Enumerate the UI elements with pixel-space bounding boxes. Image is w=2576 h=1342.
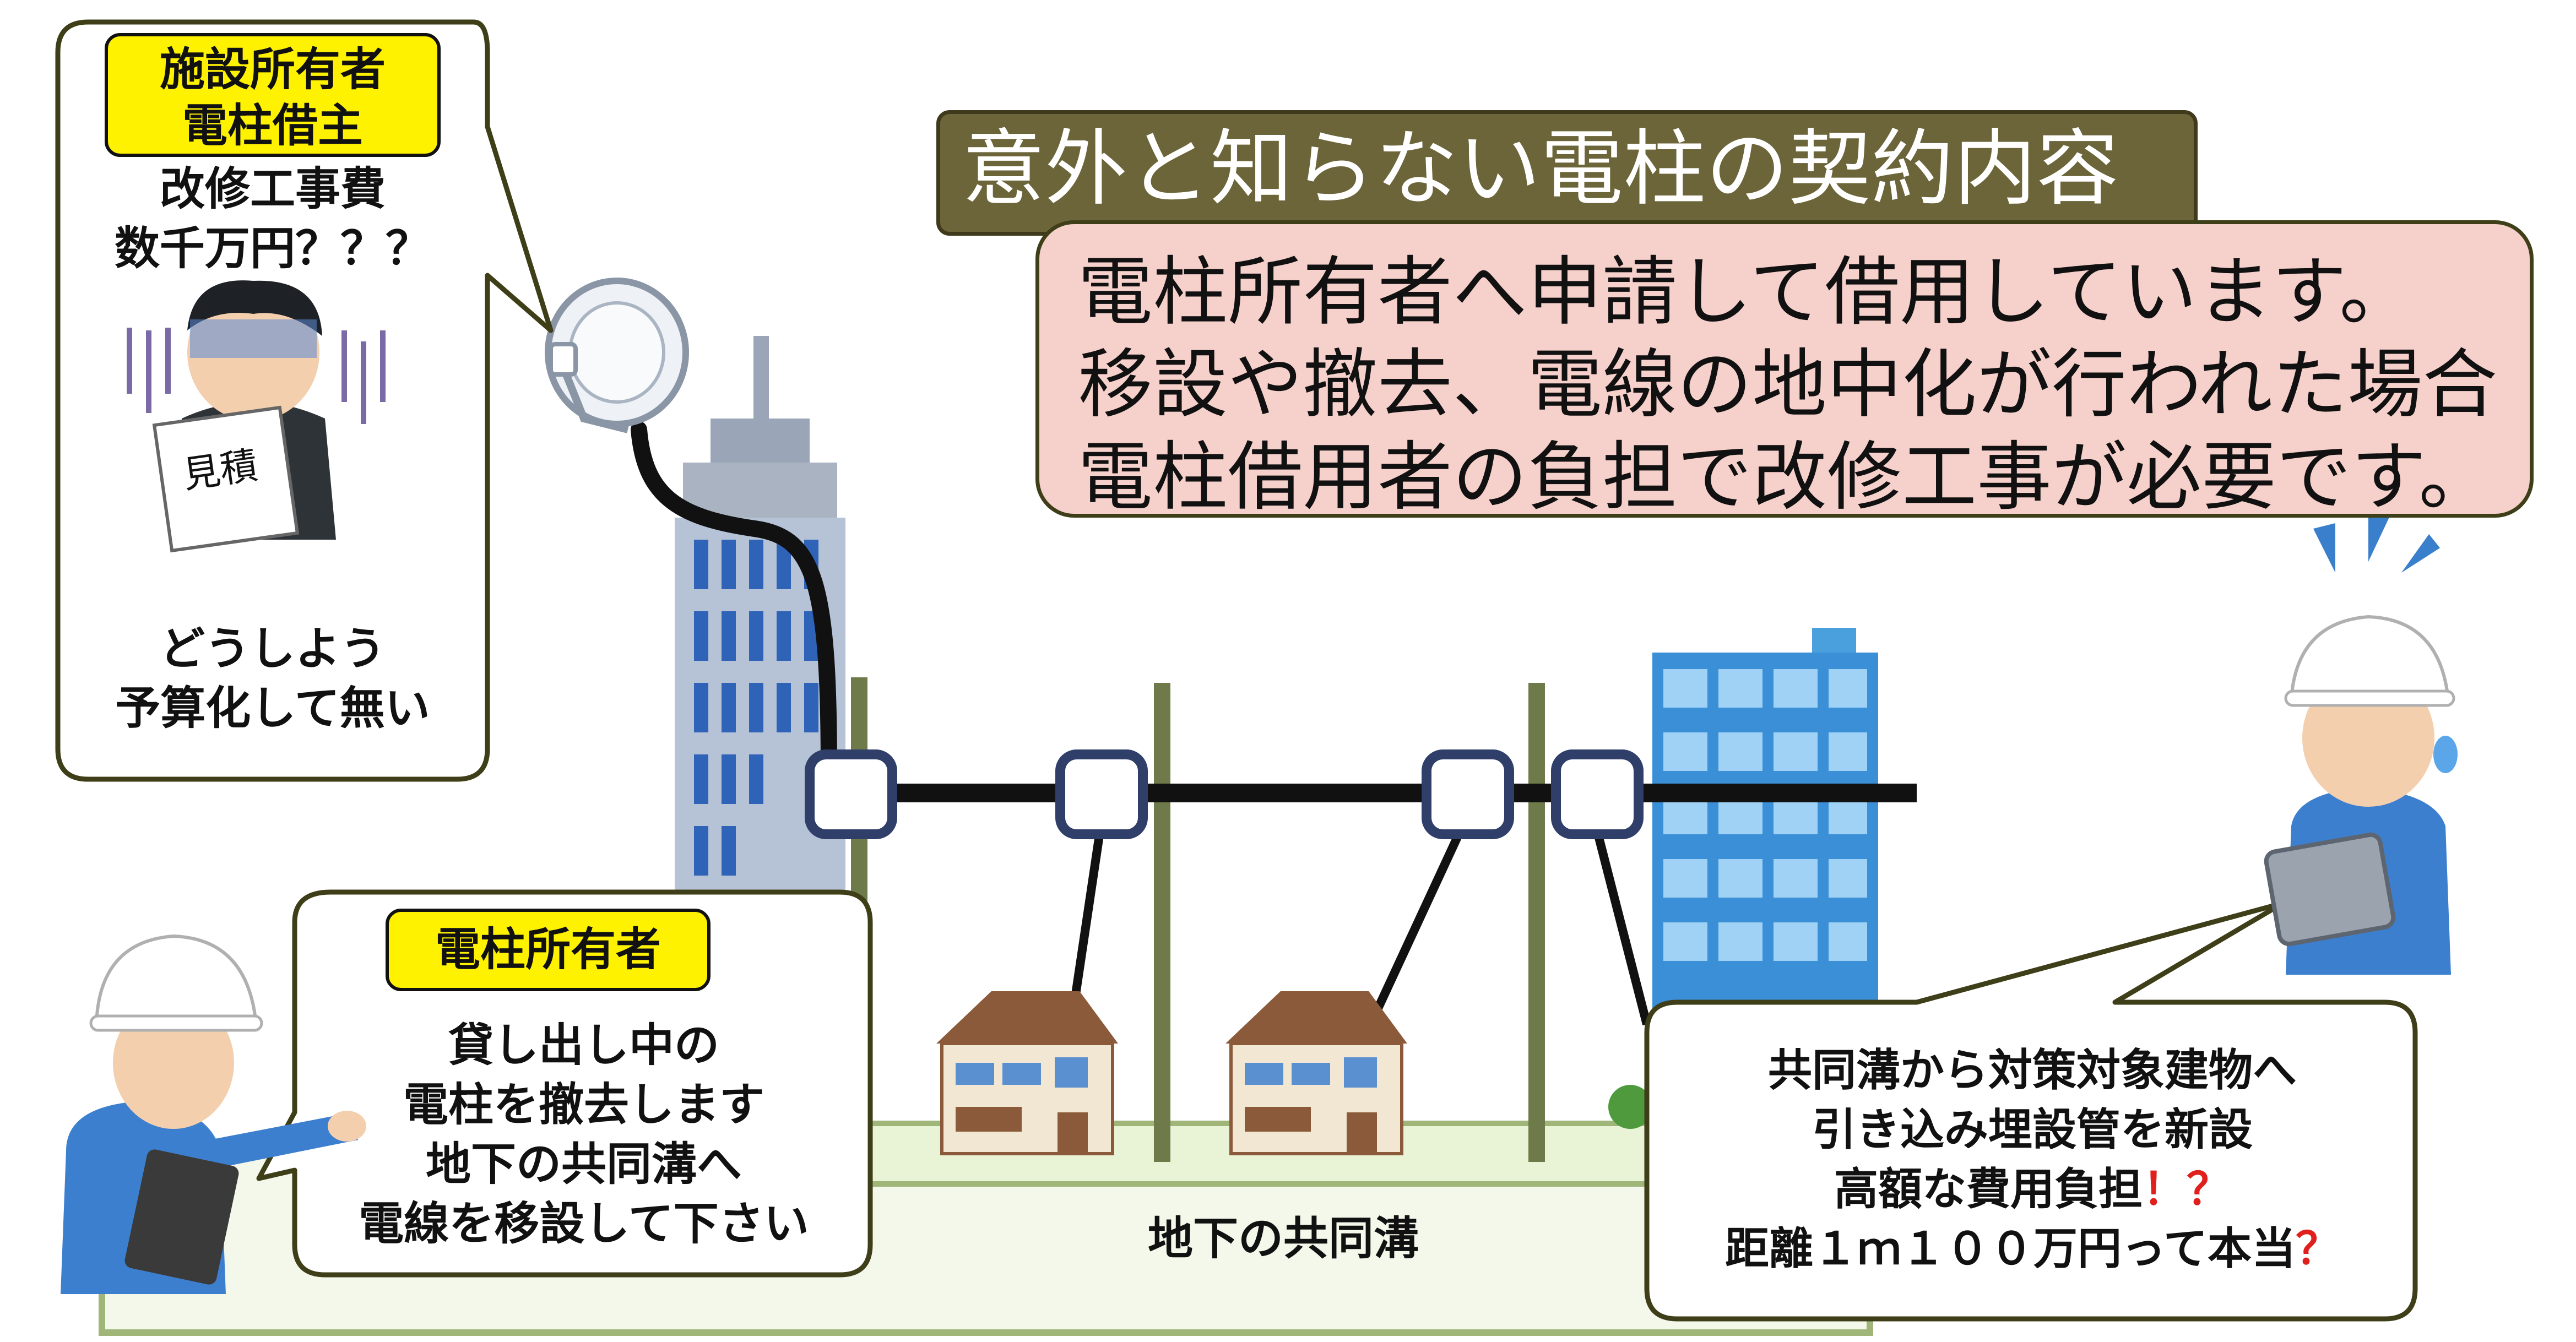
borrower-speech-bubble	[55, 19, 554, 782]
cost-line-2: 数千万円？？？	[114, 222, 431, 275]
underground-conduit-label: 地下の共同溝	[1147, 1213, 1419, 1265]
worker-line-4-text: 距離１ｍ１００万円って本当	[1725, 1223, 2296, 1274]
page-title: 意外と知らない電柱の契約内容	[936, 110, 2198, 236]
owner-line-4: 電線を移設して下さい	[359, 1198, 809, 1250]
cost-line-1: 改修工事費	[159, 163, 386, 215]
worry-line-1: どうしよう	[159, 623, 386, 675]
pole-connector-3	[1422, 749, 1514, 839]
pole-connector-4	[1551, 749, 1644, 839]
worker-line-3-text: 高額な費用負担	[1834, 1164, 2143, 1215]
utility-pole-3	[1528, 683, 1545, 1162]
worker-message: 共同溝から対策対象建物へ 引き込み埋設管を新設 高額な費用負担！？ 距離１ｍ１０…	[1658, 1041, 2407, 1279]
owner-line-3: 地下の共同溝へ	[425, 1138, 742, 1191]
notice-line-1: 電柱所有者へ申請して借用しています。	[1078, 249, 2415, 336]
pole-connector-1	[805, 749, 897, 839]
house-1	[936, 991, 1118, 1155]
repair-cost-text: 改修工事費 数千万円？？？	[66, 160, 479, 279]
notice-line-3: 電柱借用者の負担で改修工事が必要です。	[1078, 434, 2494, 521]
worker-line-4-mark: ？	[2296, 1223, 2340, 1274]
worker-line-2: 引き込み埋設管を新設	[1812, 1104, 2253, 1155]
worker-line-3-mark: ！？	[2143, 1164, 2231, 1215]
house-2	[1225, 991, 1407, 1155]
notice-box: 電柱所有者へ申請して借用しています。 移設や撤去、電線の地中化が行われた場合 電…	[1035, 220, 2534, 521]
borrower-tag-line-1: 施設所有者	[159, 44, 386, 96]
owner-line-2: 電柱を撤去します	[403, 1079, 764, 1131]
worried-man-icon	[127, 280, 386, 553]
worker-left-icon	[61, 934, 366, 1294]
borrower-tag-line-2: 電柱借主	[182, 100, 363, 152]
dish-cable	[631, 421, 837, 779]
satellite-dish-icon	[545, 278, 689, 433]
drop-wire-3	[1590, 819, 1651, 1025]
worker-speech-bubble	[1644, 900, 2418, 1322]
owner-message: 貸し出し中の 電柱を撤去します 地下の共同溝へ 電線を移設して下さい	[308, 1016, 859, 1254]
tree-icon	[1608, 1085, 1652, 1129]
notice-line-2: 移設や撤去、電線の地中化が行われた場合	[1078, 341, 2498, 428]
worker-line-1: 共同溝から対策対象建物へ	[1768, 1045, 2297, 1096]
pole-connector-2	[1055, 749, 1148, 839]
worker-line-4: 距離１ｍ１００万円って本当？	[1658, 1219, 2407, 1279]
owner-tag: 電柱所有者	[386, 909, 711, 991]
owner-line-1: 貸し出し中の	[448, 1019, 719, 1072]
worker-line-3: 高額な費用負担！？	[1658, 1160, 2407, 1219]
worry-text: どうしよう 予算化して無い	[66, 620, 479, 738]
worry-line-2: 予算化して無い	[115, 682, 430, 735]
borrower-tag: 施設所有者 電柱借主	[105, 33, 441, 157]
utility-pole-2	[1154, 683, 1170, 1162]
worker-right-icon	[2264, 512, 2458, 975]
